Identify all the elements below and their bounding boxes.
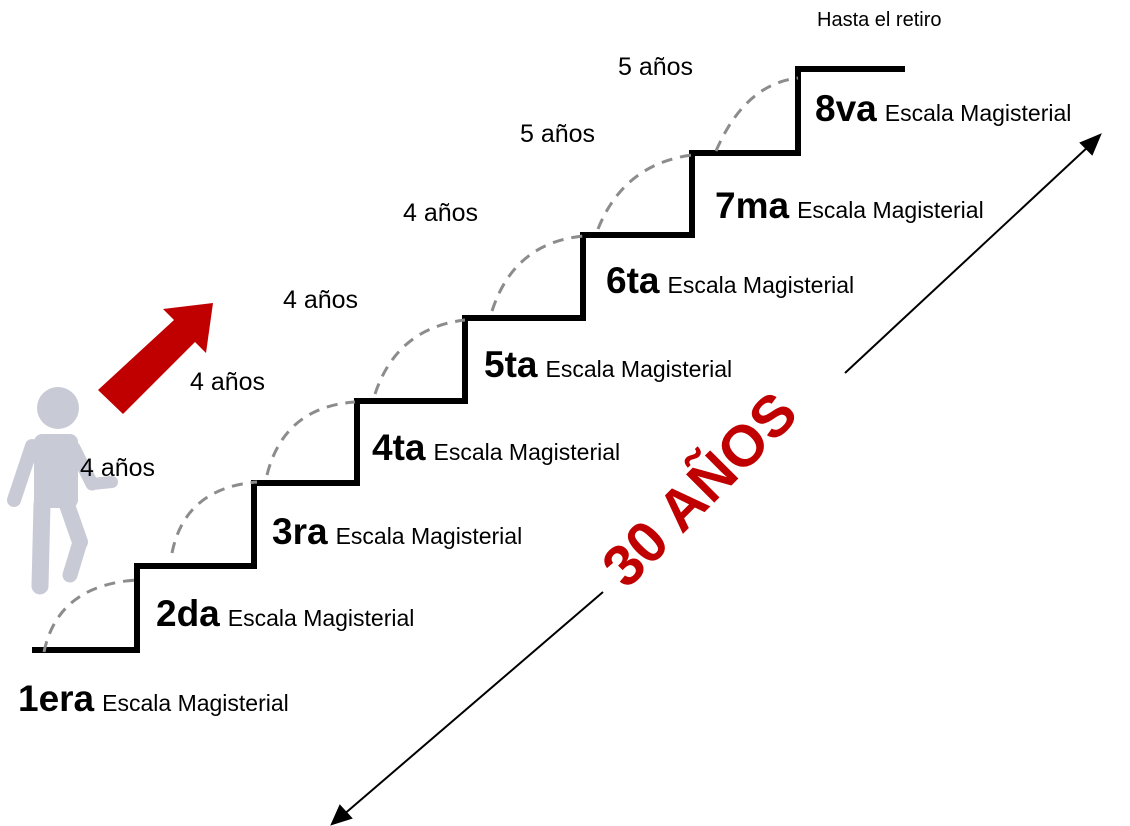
level-label-1: 1era Escala Magisterial (18, 680, 289, 717)
person-walking-icon (7, 387, 118, 595)
level-number: 7ma (715, 185, 790, 226)
level-text: Escala Magisterial (227, 605, 415, 631)
level-number: 5ta (484, 344, 538, 385)
arrowhead-down-left-icon (330, 804, 353, 826)
step-arc (170, 480, 258, 554)
level-label-6: 6ta Escala Magisterial (606, 262, 854, 299)
level-text: Escala Magisterial (102, 690, 289, 716)
arrowhead-up-right-icon (1079, 133, 1102, 156)
interval-label: 4 años (283, 286, 359, 314)
level-label-5: 5ta Escala Magisterial (484, 346, 732, 383)
interval-label: 5 años (520, 120, 596, 148)
level-number: 2da (156, 593, 220, 634)
up-arrow-icon (98, 303, 213, 414)
interval-label: 4 años (190, 368, 266, 396)
interval-label: 5 años (618, 53, 694, 81)
level-text: Escala Magisterial (335, 523, 523, 549)
step-arc (596, 153, 693, 230)
retirement-label: Hasta el retiro (817, 9, 942, 31)
level-text: Escala Magisterial (884, 100, 1072, 126)
level-label-4: 4ta Escala Magisterial (372, 429, 620, 466)
step-arcs (42, 76, 799, 653)
step-arc (42, 578, 138, 653)
step-arc (265, 400, 356, 476)
level-number: 3ra (272, 511, 328, 552)
step-arc (373, 318, 466, 395)
level-text: Escala Magisterial (545, 356, 733, 382)
step-arc (490, 234, 584, 312)
level-label-8: 8va Escala Magisterial (815, 90, 1071, 127)
span-arrows (330, 133, 1102, 826)
level-number: 8va (815, 88, 877, 129)
level-label-3: 3ra Escala Magisterial (272, 513, 522, 550)
level-text: Escala Magisterial (433, 439, 621, 465)
interval-label: 4 años (403, 199, 479, 227)
level-label-7: 7ma Escala Magisterial (715, 187, 984, 224)
level-text: Escala Magisterial (667, 272, 855, 298)
step-arc (714, 76, 799, 152)
level-number: 4ta (372, 427, 426, 468)
level-number: 1era (18, 678, 95, 719)
level-number: 6ta (606, 260, 660, 301)
level-label-2: 2da Escala Magisterial (156, 595, 414, 632)
staircase (32, 66, 905, 653)
level-text: Escala Magisterial (797, 197, 984, 223)
interval-label: 4 años (80, 454, 156, 482)
